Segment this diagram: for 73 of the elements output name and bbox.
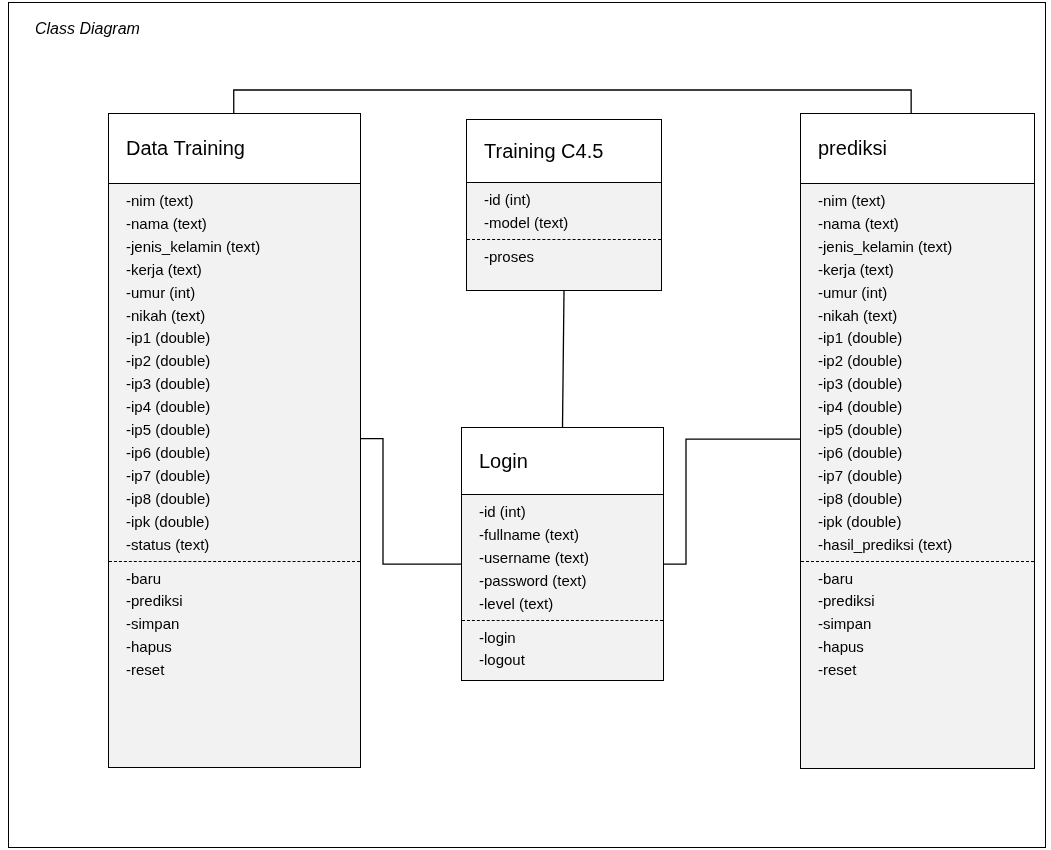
- methods-compartment: [462, 619, 663, 680]
- attribute-text: -model (text): [484, 212, 569, 233]
- method-text: -simpan: [818, 614, 872, 635]
- attribute-text: -kerja (text): [818, 259, 894, 280]
- attribute-text: -ip2 (double): [818, 351, 903, 372]
- method-text: -reset: [818, 660, 857, 681]
- association-line: [360, 437, 462, 565]
- method-text: -hapus: [126, 637, 172, 658]
- attribute-text: -nama (text): [818, 213, 899, 234]
- attribute-text: -ip5 (double): [126, 420, 211, 441]
- attribute-text: -jenis_kelamin (text): [126, 236, 261, 257]
- class-box: [466, 119, 662, 291]
- class-name: Training C4.5: [484, 139, 604, 163]
- class-box: [108, 113, 361, 768]
- attribute-text: -nim (text): [818, 191, 886, 211]
- attribute-text: -ip4 (double): [818, 397, 903, 418]
- method-text: -login: [479, 627, 516, 648]
- attribute-text: -kerja (text): [126, 259, 202, 280]
- attribute-text: -umur (int): [126, 282, 196, 303]
- method-text: -prediksi: [818, 591, 875, 612]
- attribute-text: -ip1 (double): [818, 328, 903, 349]
- method-text: -simpan: [126, 614, 180, 635]
- association-line: [663, 438, 801, 565]
- attribute-text: -nikah (text): [126, 305, 206, 326]
- attribute-text: -ip1 (double): [126, 328, 211, 349]
- attribute-text: -jenis_kelamin (text): [818, 236, 953, 257]
- attribute-text: -ip5 (double): [818, 420, 903, 441]
- attribute-text: -ip8 (double): [126, 488, 211, 509]
- methods-compartment: [801, 560, 1034, 768]
- attribute-text: -status (text): [126, 534, 210, 555]
- attribute-text: -ip2 (double): [126, 351, 211, 372]
- class-name: Data Training: [126, 137, 245, 160]
- attribute-text: -id (int): [479, 502, 526, 522]
- attribute-text: -ip7 (double): [126, 465, 211, 486]
- attribute-text: -ip6 (double): [818, 442, 903, 463]
- attribute-text: -username (text): [479, 547, 590, 568]
- method-text: -hapus: [818, 637, 864, 658]
- attribute-text: -nim (text): [126, 191, 194, 211]
- attribute-text: -umur (int): [818, 282, 888, 303]
- attribute-text: -ip8 (double): [818, 488, 903, 509]
- attributes-compartment: [109, 184, 360, 561]
- attributes-compartment: [801, 184, 1034, 561]
- attribute-text: -ip7 (double): [818, 465, 903, 486]
- method-text: -prediksi: [126, 591, 183, 612]
- method-text: -baru: [126, 568, 162, 589]
- association-line: [233, 89, 912, 114]
- method-text: -logout: [479, 650, 525, 671]
- attribute-text: -nama (text): [126, 213, 207, 234]
- method-text: -baru: [818, 568, 854, 589]
- attribute-text: -level (text): [479, 593, 554, 614]
- attribute-text: -fullname (text): [479, 524, 580, 545]
- diagram-title: Class Diagram: [35, 20, 140, 38]
- attribute-text: -ip3 (double): [126, 374, 211, 395]
- attribute-text: -nikah (text): [818, 305, 898, 326]
- class-box: [800, 113, 1035, 769]
- attribute-text: -ipk (double): [126, 511, 210, 532]
- class-box: [461, 427, 664, 681]
- attributes-compartment: [467, 183, 661, 239]
- methods-compartment: [109, 560, 360, 767]
- attribute-text: -hasil_prediksi (text): [818, 534, 953, 555]
- attribute-text: -password (text): [479, 570, 587, 591]
- association-line: [561, 290, 565, 428]
- method-text: -proses: [484, 246, 535, 267]
- class-name: prediksi: [818, 137, 887, 160]
- attribute-text: -id (int): [484, 190, 531, 210]
- attribute-text: -ip6 (double): [126, 442, 211, 463]
- attribute-text: -ip4 (double): [126, 397, 211, 418]
- method-text: -reset: [126, 660, 165, 681]
- methods-compartment: [467, 238, 661, 290]
- class-name: Login: [479, 449, 528, 473]
- attribute-text: -ipk (double): [818, 511, 902, 532]
- attribute-text: -ip3 (double): [818, 374, 903, 395]
- attributes-compartment: [462, 495, 663, 620]
